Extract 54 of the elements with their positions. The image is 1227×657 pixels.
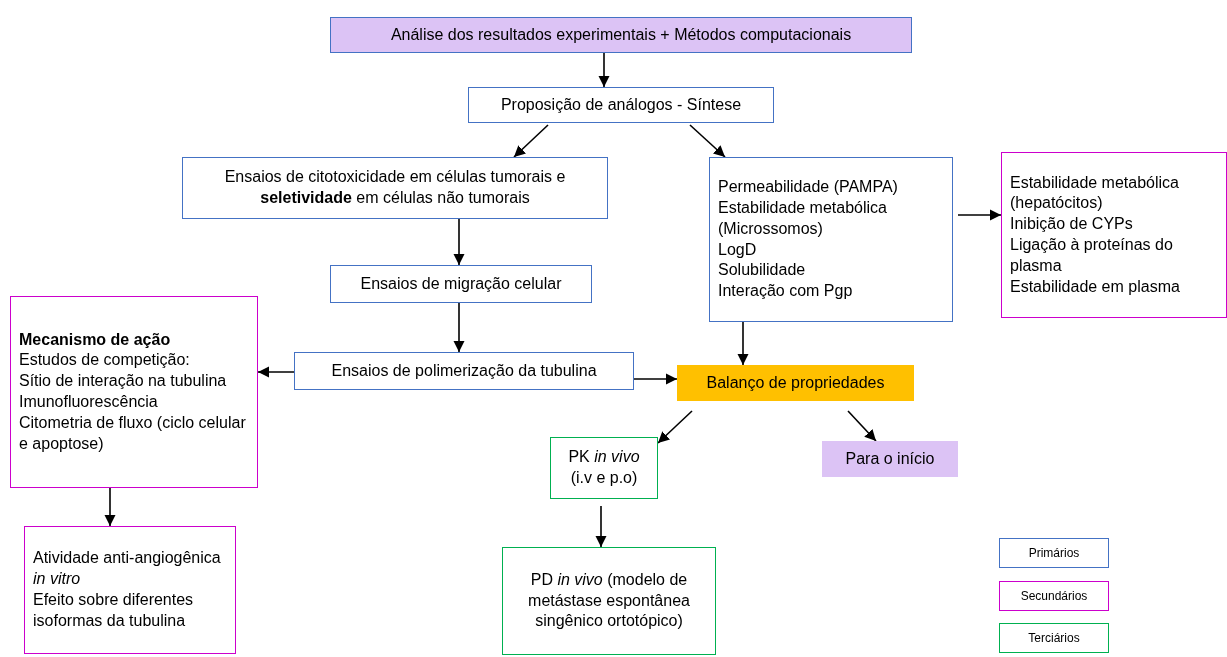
box-text: Estabilidade metabólica (hepatócitos) [1010,172,1180,214]
box-text: Ensaios de citotoxicidade em células tumorais e seletividade em células não tumorais [223,167,567,208]
box-text: Citometria de fluxo (ciclo celular e apoptose) [19,412,247,454]
box-text: Efeito sobre diferentes isoformas da tubulina [33,590,195,631]
box-text: PD in vivo (modelo de metástase espontânea singênico ortotópico) [527,569,691,632]
box-text: Análise dos resultados experimentais + Métodos computacionais [389,24,853,45]
box-text: Estabilidade em plasma [1010,276,1181,297]
box-text: Proposição de análogos - Síntese [499,94,743,115]
box-text: Interação com Pgp [718,281,854,302]
box-text: Estabilidade metabólica (Microssomos) [718,197,888,239]
start-box [330,17,912,53]
arrow [453,218,465,266]
process-box [294,352,634,390]
box-text: Ensaios de migração celular [359,273,563,294]
box-text: Sítio de interação na tubulina [19,371,228,392]
box-heading: Mecanismo de ação [19,329,172,350]
arrow [595,505,607,548]
loop-box [822,441,958,477]
legend-item: Secundários [999,581,1109,611]
arrow [513,124,549,158]
arrow [104,487,116,527]
box-text: Imunofluorescência [19,392,159,412]
process-box [10,296,258,488]
legend-item: Terciários [999,623,1109,653]
arrow [598,52,610,88]
process-box [550,437,658,499]
process-box [182,157,608,219]
arrow [737,321,749,366]
process-box [1001,152,1227,318]
arrow [689,124,726,158]
process-box [502,547,716,655]
box-text: Inibição de CYPs [1010,214,1134,235]
box-text: Ligação à proteínas do plasma [1010,235,1174,276]
box-text: Solubilidade [718,260,807,281]
arrow [957,209,1002,221]
arrow [257,366,295,378]
box-text: PK in vivo (i.v e p.o) [567,447,641,488]
arrow [847,410,877,442]
arrow [633,373,678,385]
box-text: LogD [718,239,758,260]
process-box [24,526,236,654]
box-text: Atividade anti-angiogênica in vitro [33,548,222,590]
box-text: Permeabilidade (PAMPA) [718,177,899,198]
box-text: Balanço de propriedades [705,372,886,393]
highlight-box [677,365,914,401]
process-box [709,157,953,322]
box-text: Estudos de competição: [19,350,191,371]
box-text: Ensaios de polimerização da tubulina [330,360,598,381]
arrow [453,302,465,353]
legend-item: Primários [999,538,1109,568]
box-text: Para o início [844,448,936,469]
process-box [330,265,592,303]
process-box [468,87,774,123]
arrow [657,410,693,444]
